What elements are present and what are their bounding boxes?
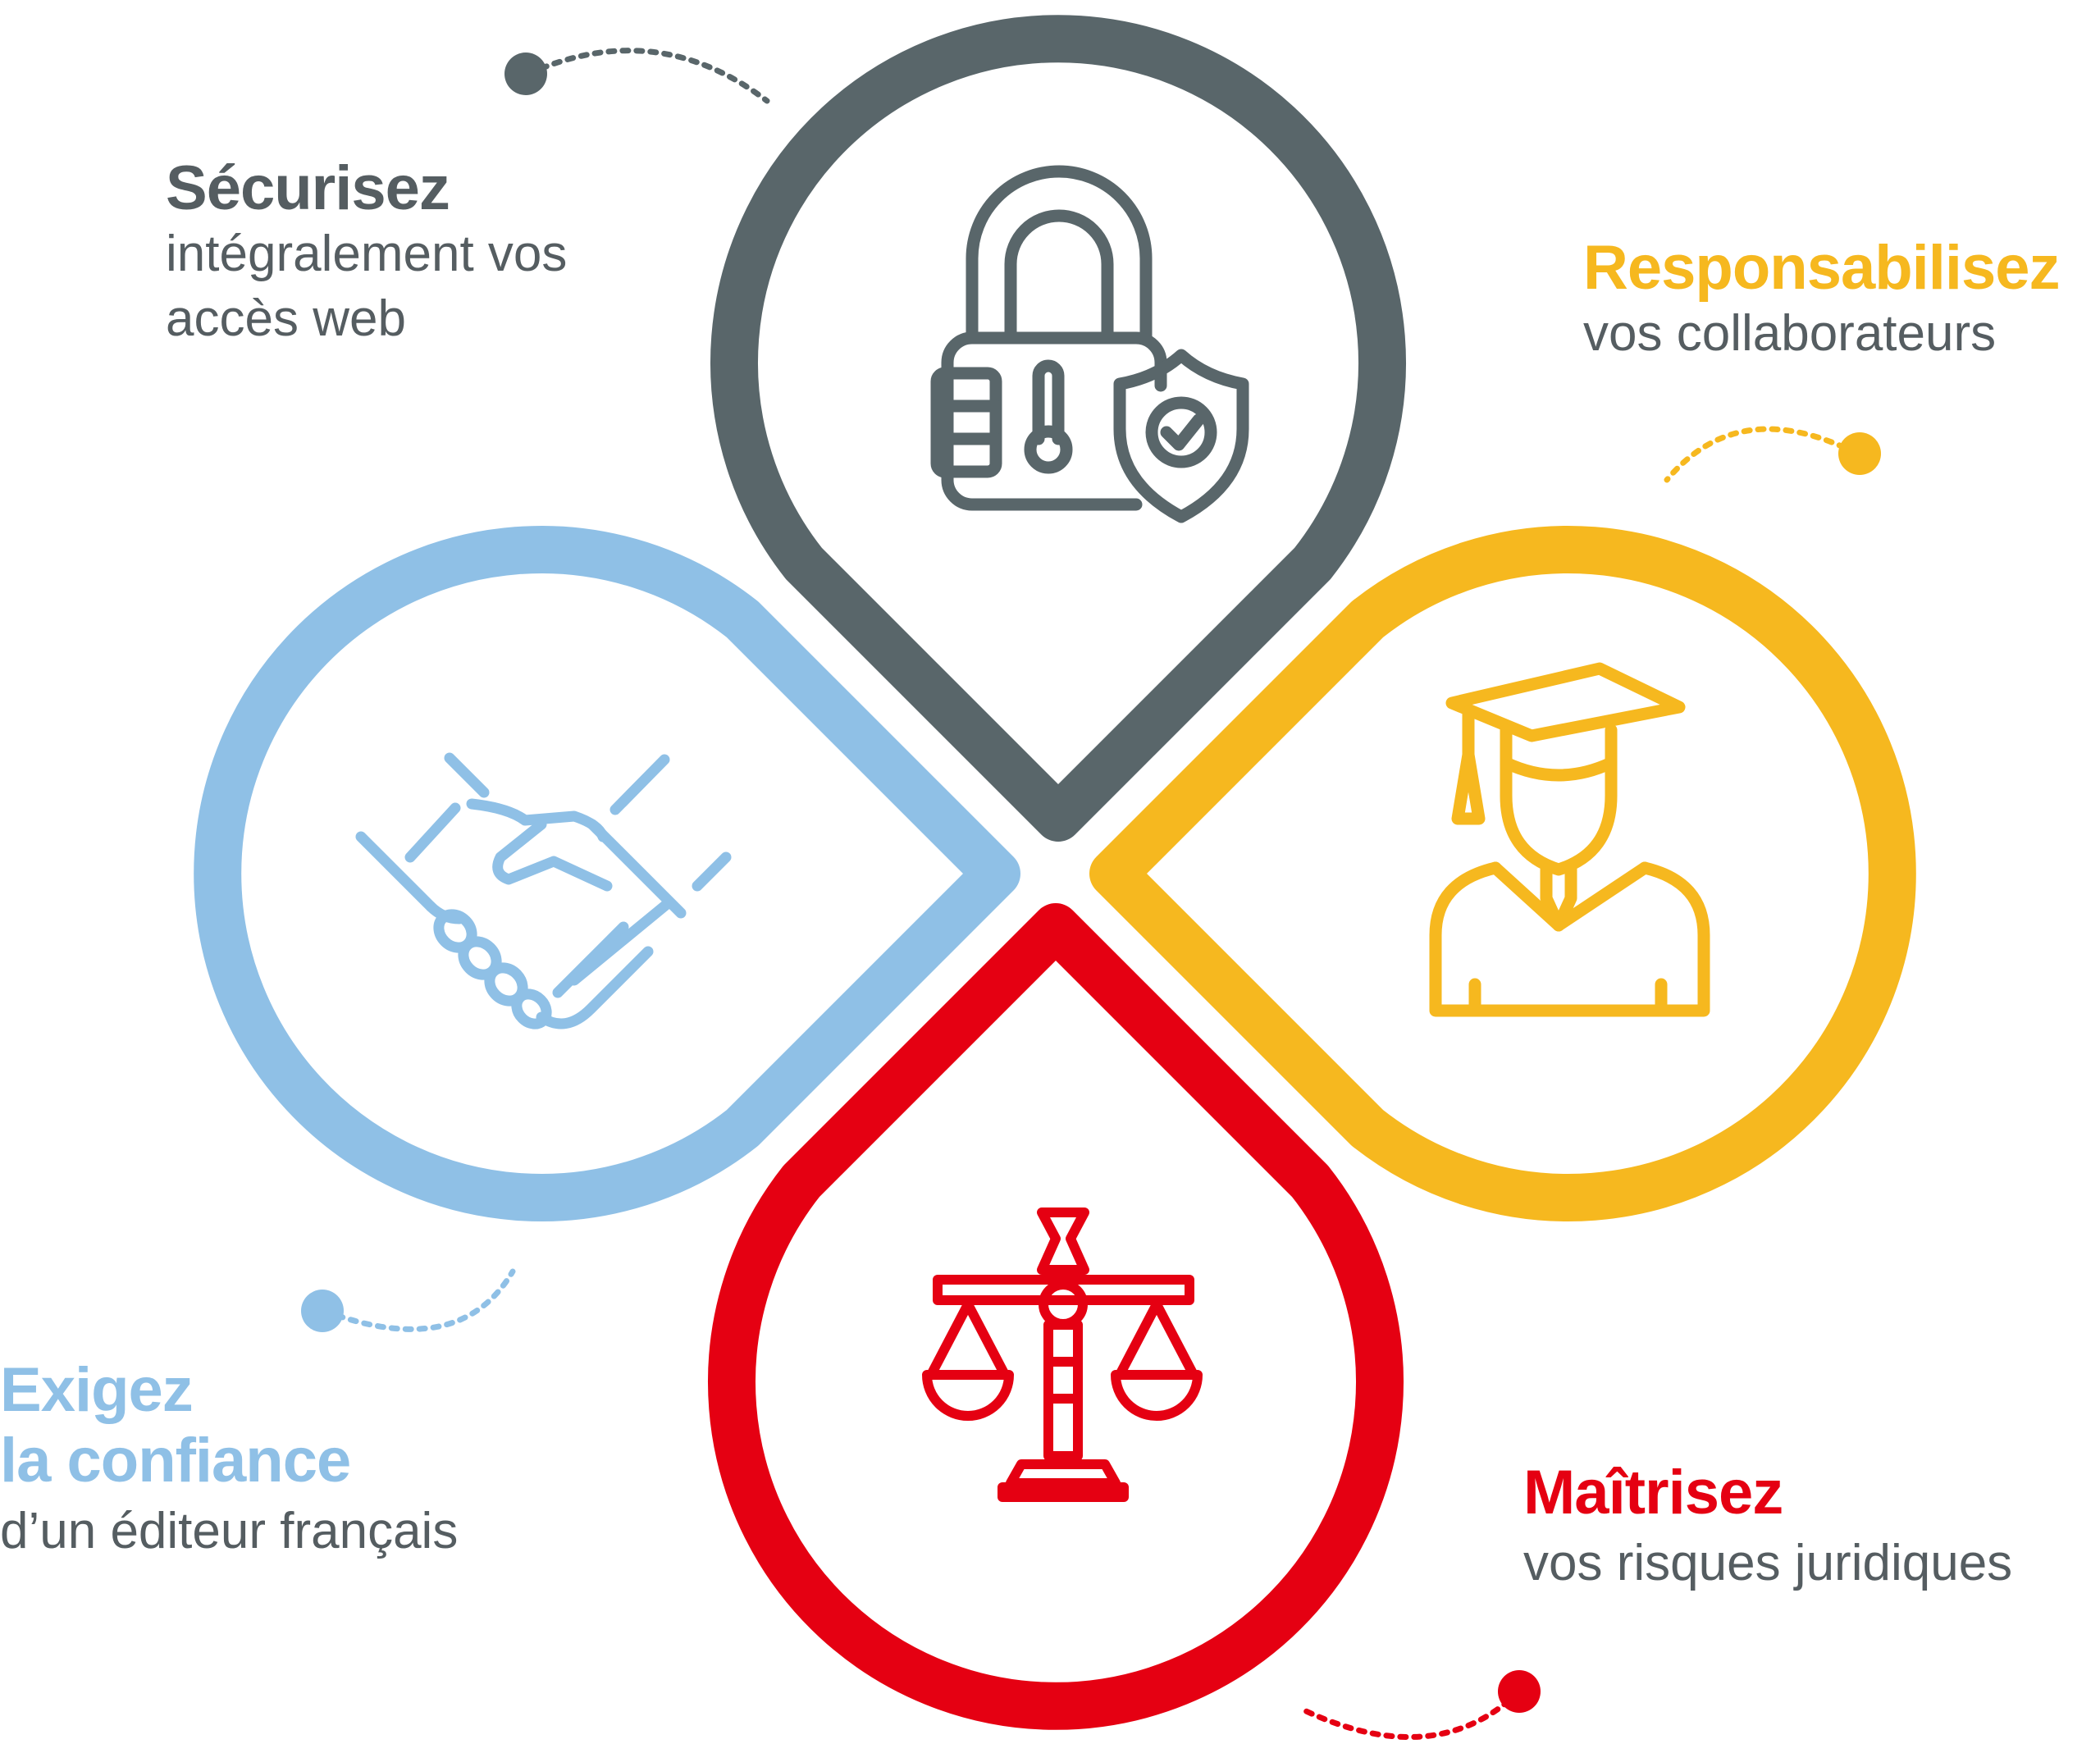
title-right: Responsabilisez <box>1583 233 2061 303</box>
petal-left-ring <box>194 526 1020 1221</box>
petal-bottom-ring <box>708 903 1404 1730</box>
connector-left <box>301 1268 516 1332</box>
connector-bottom <box>1301 1670 1541 1740</box>
petal-right-ring <box>1089 526 1916 1221</box>
label-bottom: Maîtrisez vos risques juridiques <box>1523 1460 2012 1596</box>
title-left-line-1: Exigez <box>0 1355 194 1425</box>
subtitle-top-line-2: accès web <box>166 290 406 348</box>
title-left-line-2: la confiance <box>0 1425 351 1495</box>
connector-right <box>1664 426 1881 483</box>
label-left: Exigez la confiance d’un éditeur françai… <box>0 1358 458 1564</box>
label-top: Sécurisez intégralement vos accès web <box>166 156 567 352</box>
padlock-shield-icon <box>930 165 1249 523</box>
title-top: Sécurisez <box>166 153 450 223</box>
label-right: Responsabilisez vos collaborateurs <box>1583 233 2061 366</box>
connector-top <box>504 48 770 104</box>
graduate-icon <box>1429 662 1710 1017</box>
subtitle-left-line-1: d’un éditeur français <box>0 1502 459 1559</box>
subtitle-bottom-line-1: vos risques juridiques <box>1523 1534 2013 1591</box>
title-bottom: Maîtrisez <box>1523 1458 1783 1527</box>
petal-top-ring <box>710 15 1406 842</box>
handshake-icon <box>355 752 732 1029</box>
subtitle-right-line-1: vos collaborateurs <box>1583 304 1997 362</box>
subtitle-top-line-1: intégralement vos <box>166 225 568 282</box>
scales-of-justice-icon <box>922 1207 1203 1502</box>
